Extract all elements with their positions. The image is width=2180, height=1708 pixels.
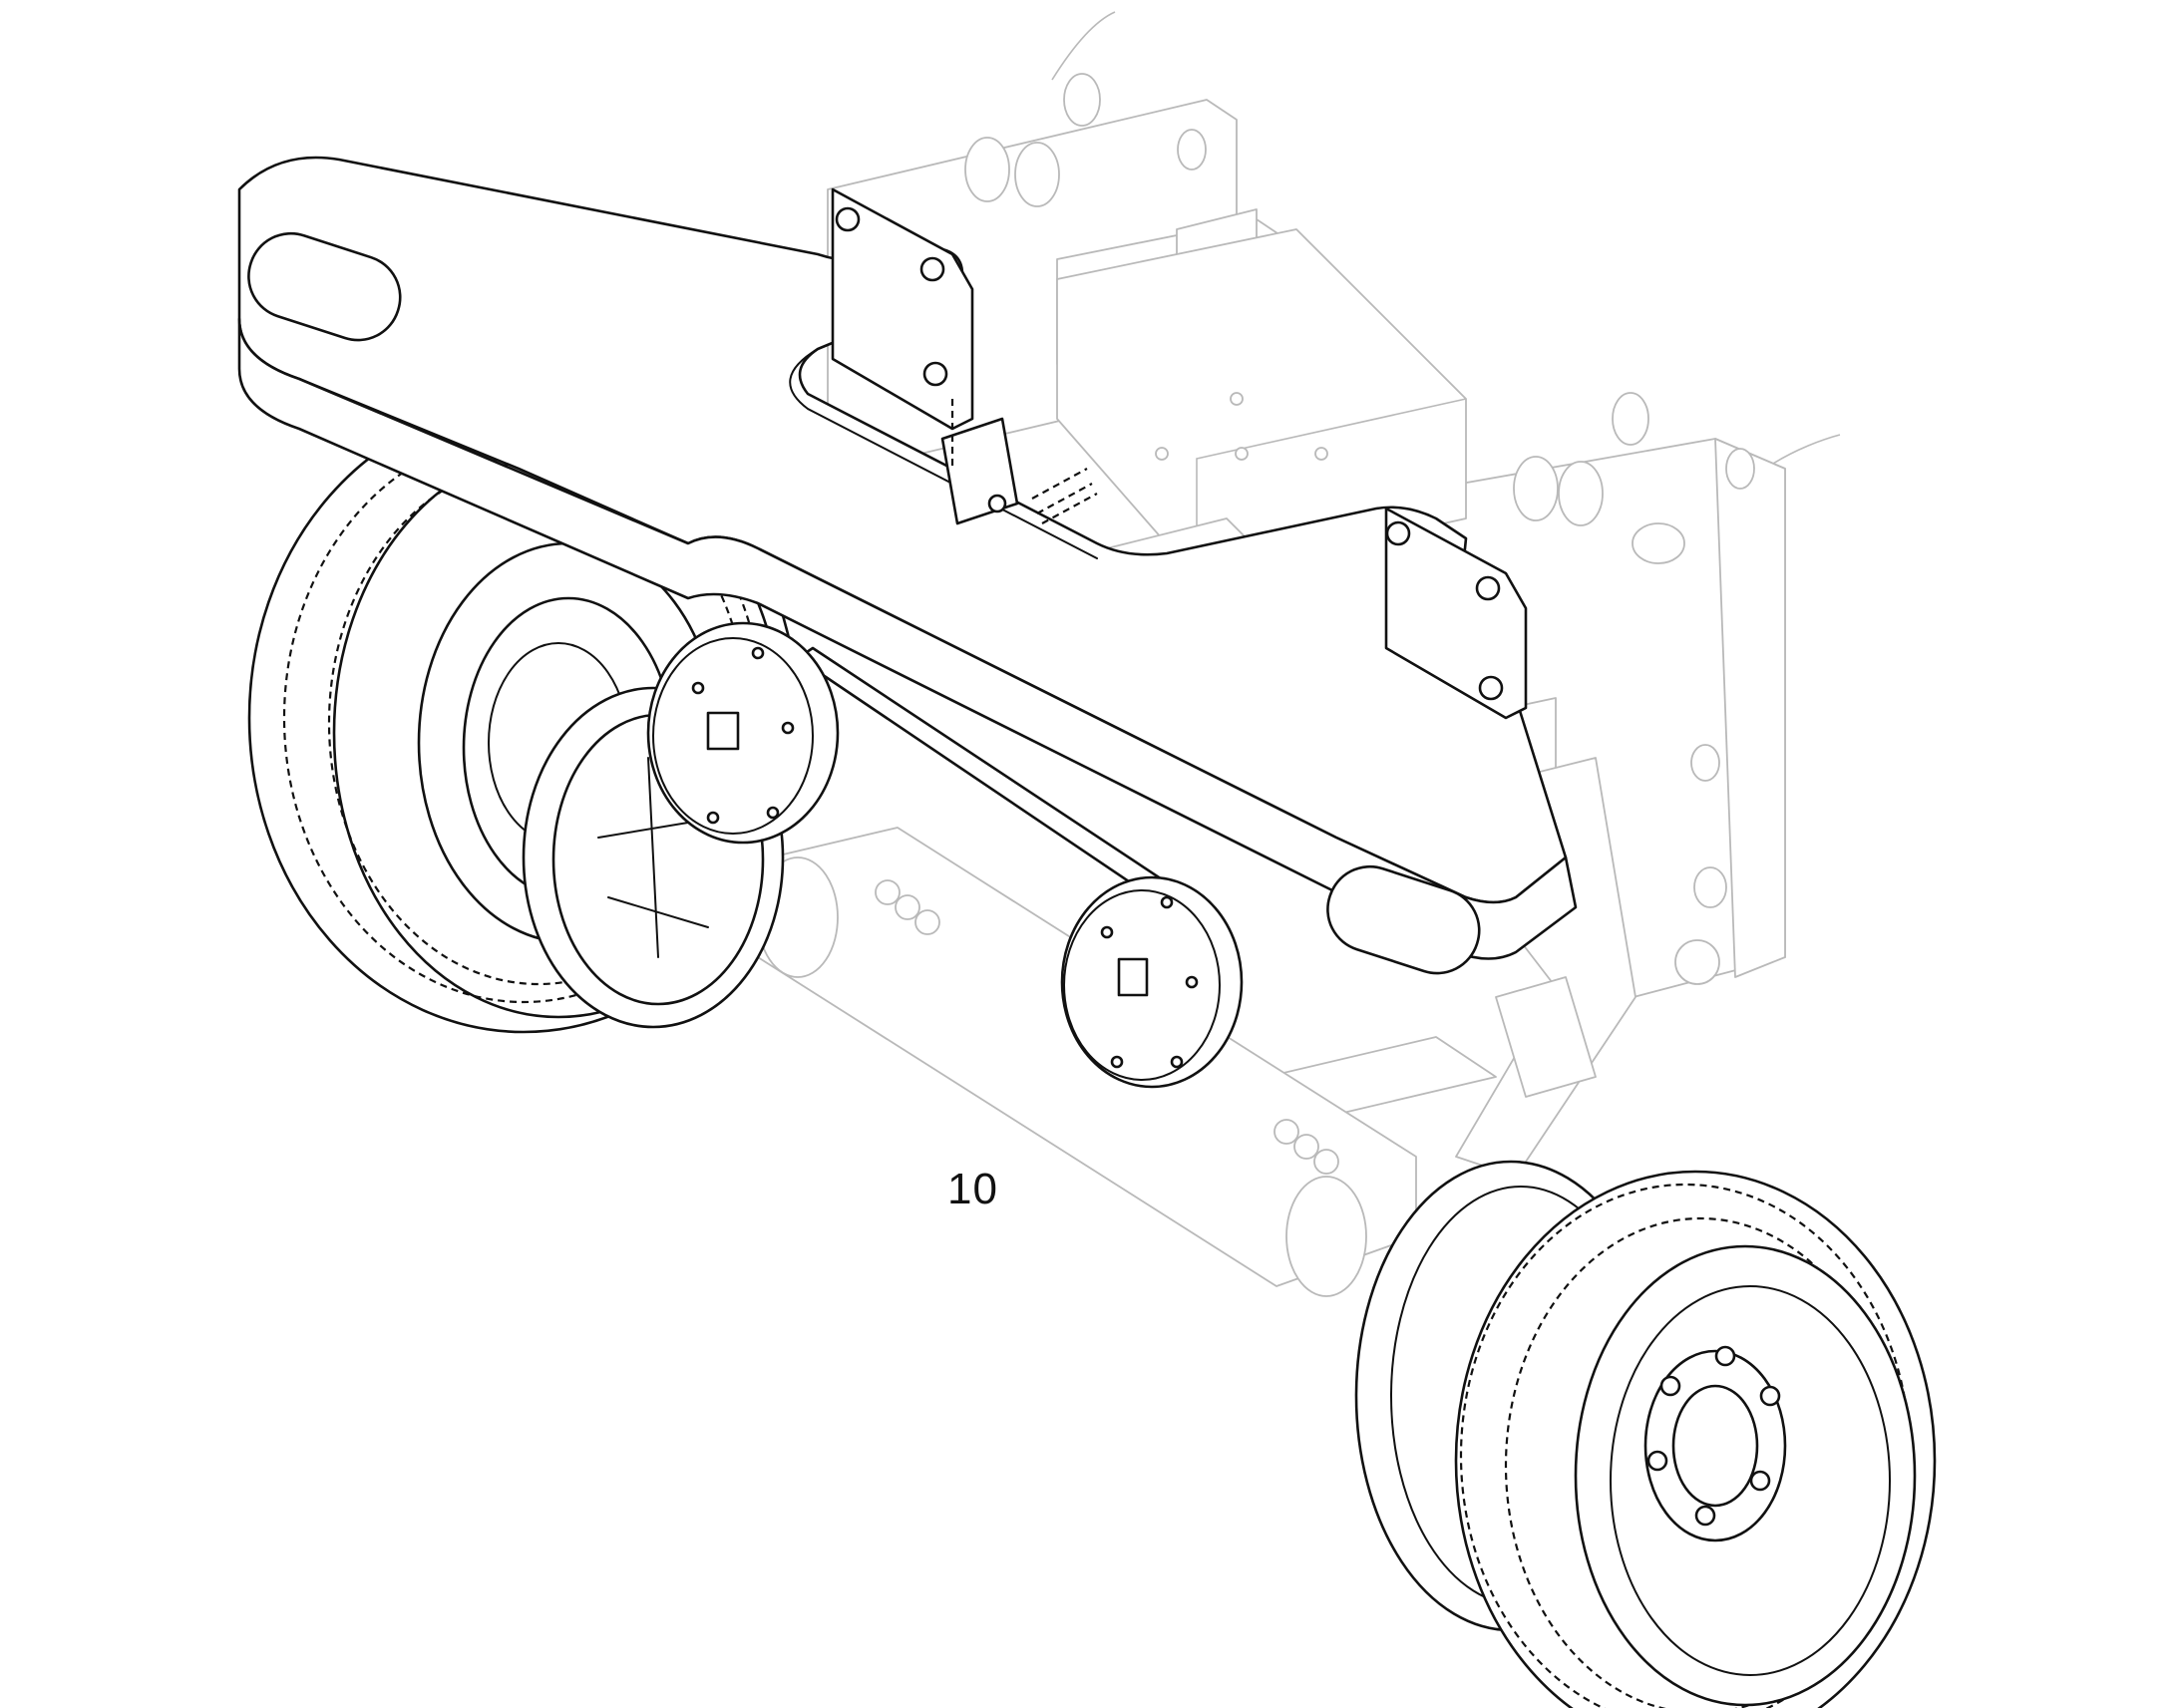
right-flange-disc — [1060, 875, 1244, 1089]
sensor-bracket — [940, 399, 1098, 525]
main-beam — [237, 156, 1578, 975]
callout-label: 10 — [947, 1165, 998, 1213]
left-flange-disc — [646, 621, 840, 845]
mounting-plate-right — [1384, 507, 1528, 720]
mounting-plate-left — [831, 187, 974, 431]
right-wheel — [1354, 1160, 1937, 1708]
